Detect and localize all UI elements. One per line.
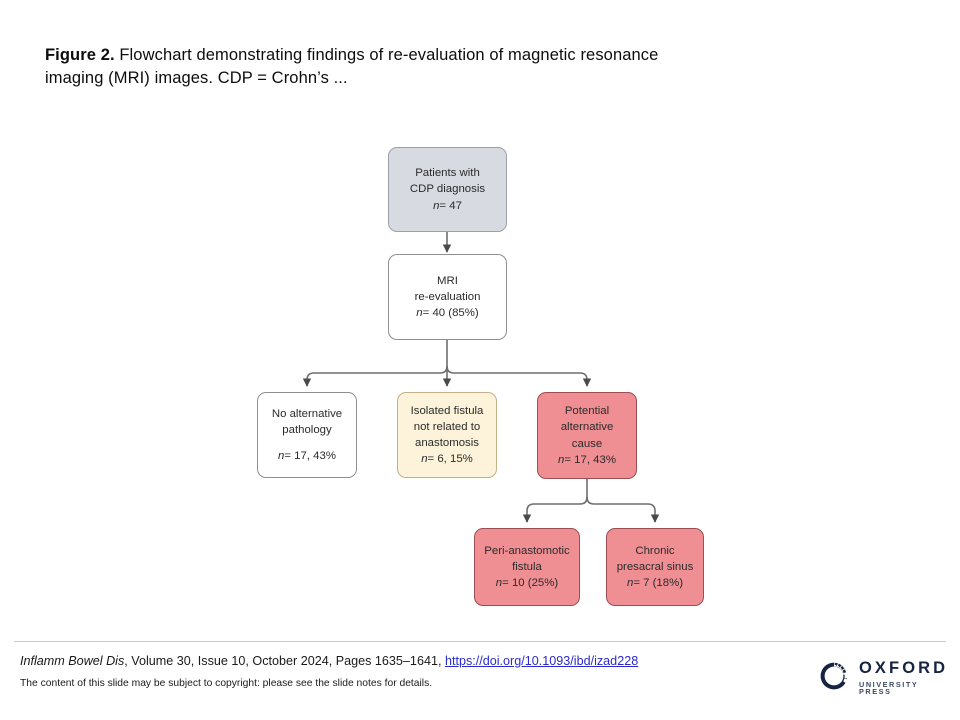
node-peri-value: n= 10 (25%) bbox=[496, 575, 558, 591]
node-cdp-n-value: = 47 bbox=[439, 199, 462, 212]
node-mri-n-value: = 40 (85%) bbox=[422, 307, 479, 320]
node-chronic-presacral-sinus[interactable]: Chronic presacral sinus n= 7 (18%) bbox=[606, 528, 704, 606]
node-presacral-line1: Chronic bbox=[635, 544, 675, 557]
node-isolated-fistula[interactable]: Isolated fistula not related to anastomo… bbox=[397, 392, 497, 478]
edge-potential-cause-to-peri-fistula bbox=[522, 496, 588, 523]
node-potential-line3: cause bbox=[571, 437, 603, 450]
flowchart: Patients with CDP diagnosis n= 47 MRI re… bbox=[257, 147, 704, 606]
node-no-alt-n-value: = 17, 43% bbox=[284, 449, 336, 462]
footer: Inflamm Bowel Dis, Volume 30, Issue 10, … bbox=[20, 652, 720, 692]
node-isolated-value: n= 6, 15% bbox=[421, 451, 473, 467]
node-mri-n-symbol: n bbox=[416, 307, 423, 320]
node-potential-n-value: = 17, 43% bbox=[564, 453, 616, 466]
node-presacral-n-value: = 7 (18%) bbox=[633, 577, 684, 590]
oup-wordmark: OXFORD UNIVERSITY PRESS bbox=[859, 660, 948, 695]
figure-caption: Figure 2. Flowchart demonstrating findin… bbox=[45, 44, 685, 91]
node-cdp-line2: CDP diagnosis bbox=[409, 183, 486, 196]
oup-swirl-icon bbox=[818, 660, 850, 697]
node-presacral-n-symbol: n bbox=[626, 577, 634, 590]
node-no-alt-line1: No alternative bbox=[271, 408, 343, 421]
node-cdp-diagnosis[interactable]: Patients with CDP diagnosis n= 47 bbox=[388, 147, 507, 232]
node-potential-alternative-cause[interactable]: Potential alternative cause n= 17, 43% bbox=[537, 392, 637, 479]
node-isolated-n-symbol: n bbox=[421, 453, 428, 466]
node-peri-n-symbol: n bbox=[495, 577, 503, 590]
edge-mri-to-potential-cause bbox=[446, 365, 592, 387]
oup-subtitle: UNIVERSITY PRESS bbox=[859, 679, 919, 697]
node-potential-value: n= 17, 43% bbox=[558, 452, 616, 468]
figure-caption-text: Flowchart demonstrating findings of re-e… bbox=[45, 46, 659, 88]
node-isolated-n-value: = 6, 15% bbox=[427, 453, 473, 466]
node-peri-line2: fistula bbox=[512, 560, 542, 573]
node-isolated-line3: anastomosis bbox=[415, 437, 479, 449]
node-potential-line2: alternative bbox=[560, 421, 614, 434]
doi-link[interactable]: https://doi.org/10.1093/ibd/izad228 bbox=[444, 654, 639, 668]
node-no-alternative-pathology[interactable]: No alternative pathology n= 17, 43% bbox=[257, 392, 357, 478]
node-isolated-line2: not related to bbox=[413, 420, 481, 433]
oxford-university-press-logo: OXFORD UNIVERSITY PRESS bbox=[818, 657, 948, 699]
journal-name: Inflamm Bowel Dis bbox=[20, 654, 125, 668]
node-mri-value: n= 40 (85%) bbox=[416, 305, 478, 321]
citation-details: , Volume 30, Issue 10, October 2024, Pag… bbox=[124, 654, 445, 668]
node-cdp-line1: Patients with bbox=[415, 167, 480, 180]
node-peri-line1: Peri-anastomotic bbox=[484, 544, 570, 557]
footer-divider bbox=[14, 641, 946, 642]
node-no-alt-line2: pathology bbox=[282, 424, 332, 437]
node-presacral-line2: presacral sinus bbox=[616, 560, 694, 573]
node-mri-line1: MRI bbox=[437, 274, 458, 287]
node-no-alt-value: n= 17, 43% bbox=[278, 448, 336, 464]
copyright-notice: The content of this slide may be subject… bbox=[20, 678, 433, 690]
node-peri-n-value: = 10 (25%) bbox=[502, 577, 559, 590]
edge-mri-to-no-alt-pathology bbox=[302, 365, 448, 387]
node-no-alt-n-symbol: n bbox=[278, 449, 285, 462]
node-potential-line1: Potential bbox=[564, 405, 610, 418]
citation-line: Inflamm Bowel Dis, Volume 30, Issue 10, … bbox=[20, 652, 720, 670]
node-potential-n-symbol: n bbox=[558, 453, 565, 466]
edge-potential-cause-to-presacral-sinus bbox=[586, 496, 660, 523]
node-presacral-value: n= 7 (18%) bbox=[627, 575, 683, 591]
flowchart-connectors bbox=[302, 232, 660, 523]
node-peri-anastomotic-fistula[interactable]: Peri-anastomotic fistula n= 10 (25%) bbox=[474, 528, 580, 606]
node-cdp-value: n= 47 bbox=[433, 198, 462, 214]
node-cdp-n-symbol: n bbox=[433, 199, 440, 212]
figure-label: Figure 2. bbox=[45, 46, 115, 64]
node-mri-line2: re-evaluation bbox=[414, 290, 481, 303]
oup-name: OXFORD bbox=[859, 659, 949, 678]
node-mri-reevaluation[interactable]: MRI re-evaluation n= 40 (85%) bbox=[388, 254, 507, 340]
node-isolated-line1: Isolated fistula bbox=[410, 404, 484, 417]
